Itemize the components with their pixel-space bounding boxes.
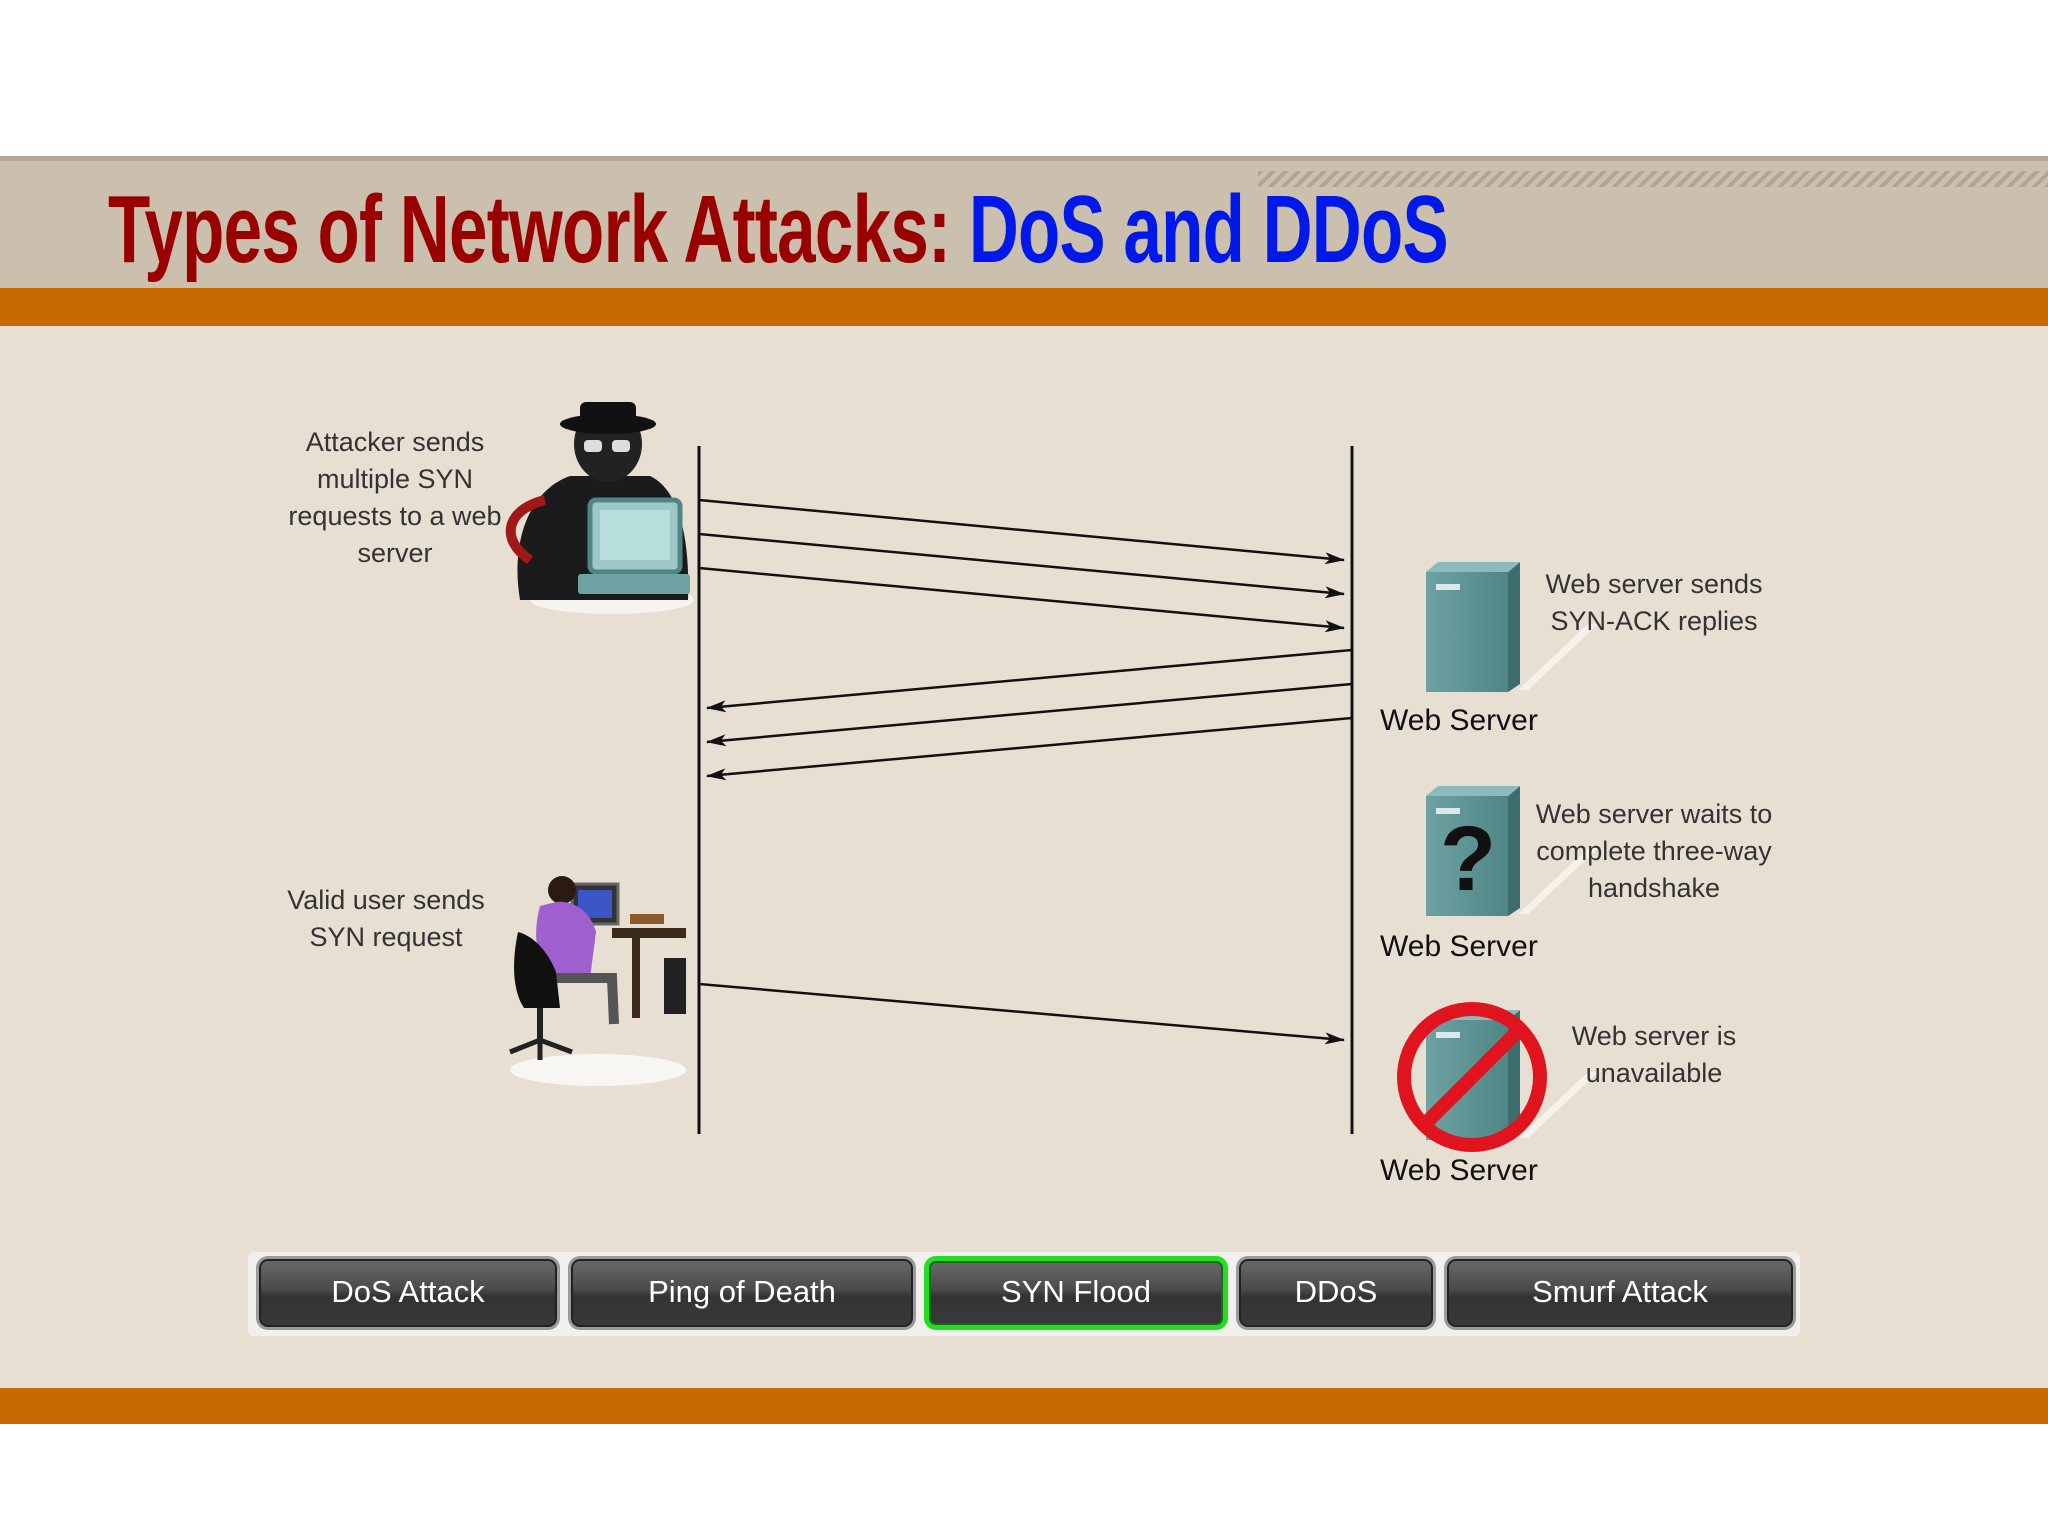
slide-title-highlight: DoS and DDoS bbox=[968, 176, 1449, 283]
tab-ddos[interactable]: DDoS bbox=[1236, 1256, 1436, 1330]
title-hatch-decoration bbox=[1258, 171, 2048, 187]
slide-title: Types of Network Attacks: DoS and DDoS bbox=[108, 170, 1449, 290]
slide-top-margin bbox=[0, 0, 2048, 156]
syn-request-arrow bbox=[698, 498, 1345, 565]
attacker-note: Attacker sends multiple SYN requests to … bbox=[288, 427, 502, 568]
server-state-note-3: Web server is unavailable bbox=[1571, 1021, 1737, 1088]
attacker-icon bbox=[505, 402, 694, 614]
server-question-icon: ? bbox=[1426, 786, 1598, 916]
syn-ack-arrow bbox=[706, 682, 1353, 747]
syn-ack-arrow bbox=[706, 716, 1353, 781]
server-blocked-icon bbox=[1397, 1002, 1598, 1152]
syn-ack-arrow bbox=[706, 648, 1353, 713]
server-label-3: Web Server bbox=[1380, 1154, 1538, 1187]
server-state-note-2: Web server waits to complete three-way h… bbox=[1535, 799, 1773, 903]
title-band bbox=[0, 156, 2048, 288]
server-label-1: Web Server bbox=[1380, 704, 1538, 737]
slide-bottom-margin bbox=[0, 1424, 2048, 1536]
server-label-2: Web Server bbox=[1380, 930, 1538, 963]
valid-user-note: Valid user sends SYN request bbox=[287, 885, 485, 952]
slide-title-prefix: Types of Network Attacks: bbox=[108, 176, 969, 283]
tab-smurf-attack[interactable]: Smurf Attack bbox=[1444, 1256, 1796, 1330]
tab-syn-flood[interactable]: SYN Flood bbox=[924, 1256, 1228, 1330]
syn-request-arrow bbox=[698, 566, 1345, 633]
orange-divider-top bbox=[0, 288, 2048, 326]
tab-dos-attack[interactable]: DoS Attack bbox=[256, 1256, 560, 1330]
server-state-note-1: Web server sends SYN-ACK replies bbox=[1545, 569, 1763, 636]
orange-divider-bottom bbox=[0, 1388, 2048, 1424]
tab-ping-of-death[interactable]: Ping of Death bbox=[568, 1256, 916, 1330]
server-icon bbox=[1426, 562, 1598, 692]
svg-text:?: ? bbox=[1440, 808, 1496, 910]
valid-syn-arrow bbox=[698, 982, 1345, 1045]
diagram-area bbox=[0, 326, 2048, 1388]
valid-user-icon bbox=[509, 876, 686, 1086]
syn-request-arrow bbox=[698, 532, 1345, 599]
